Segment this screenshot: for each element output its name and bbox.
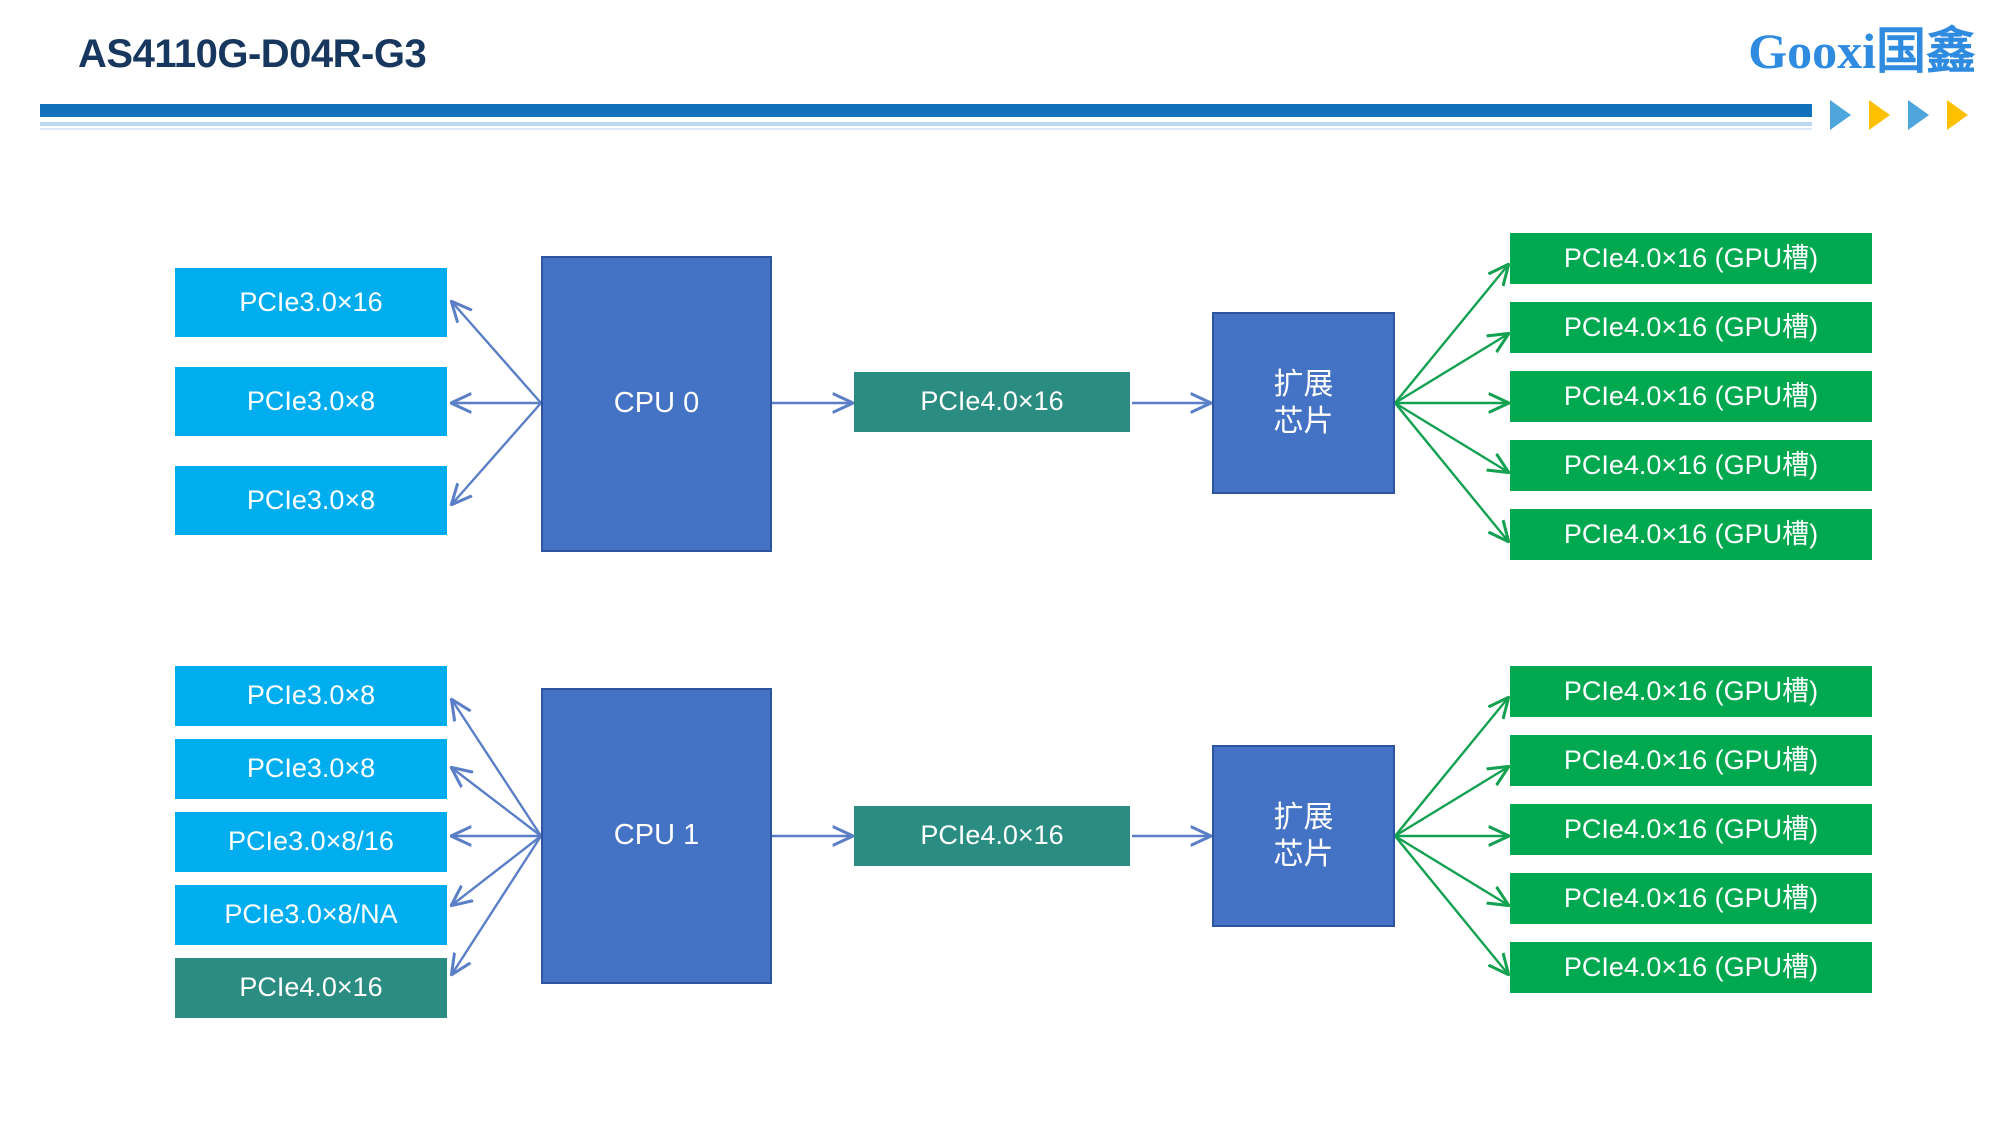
brand-logo-latin: Gooxi	[1748, 23, 1876, 79]
page-title: AS4110G-D04R-G3	[78, 32, 427, 76]
gpu-slot-box[interactable]: PCIe4.0×16 (GPU槽)	[1510, 942, 1872, 993]
header-rule-thin	[40, 122, 1812, 126]
cpu1-switch-box[interactable]: 扩展 芯片	[1212, 745, 1395, 927]
header-arrow-strip	[1830, 100, 1968, 130]
brand-logo: Gooxi国鑫	[1748, 26, 1976, 76]
gpu-slot-box[interactable]: PCIe4.0×16 (GPU槽)	[1510, 302, 1872, 353]
cpu1-uplink-box[interactable]: PCIe4.0×16	[854, 806, 1130, 866]
pcie-slot-box[interactable]: PCIe3.0×8	[175, 466, 447, 535]
header-rule-thick	[40, 104, 1812, 117]
pcie-slot-box[interactable]: PCIe3.0×8/16	[175, 812, 447, 872]
switch-label-line2: 芯片	[1273, 838, 1334, 871]
pcie-slot-box[interactable]: PCIe3.0×8	[175, 367, 447, 436]
gpu-slot-box[interactable]: PCIe4.0×16 (GPU槽)	[1510, 371, 1872, 422]
brand-logo-chinese: 国鑫	[1876, 22, 1976, 80]
header-rule-hairline	[40, 128, 1812, 130]
triangle-right-icon-2	[1869, 100, 1890, 130]
triangle-right-icon-3	[1908, 100, 1929, 130]
switch-label-line1: 扩展	[1273, 367, 1334, 401]
switch-label-line2: 芯片	[1273, 405, 1334, 438]
cpu0-switch-box[interactable]: 扩展 芯片	[1212, 312, 1395, 494]
pcie-slot-box[interactable]: PCIe4.0×16	[175, 958, 447, 1018]
cpu0-box[interactable]: CPU 0	[541, 256, 772, 552]
gpu-slot-box[interactable]: PCIe4.0×16 (GPU槽)	[1510, 666, 1872, 717]
pcie-slot-box[interactable]: PCIe3.0×8/NA	[175, 885, 447, 945]
gpu-slot-box[interactable]: PCIe4.0×16 (GPU槽)	[1510, 804, 1872, 855]
gpu-slot-box[interactable]: PCIe4.0×16 (GPU槽)	[1510, 509, 1872, 560]
triangle-right-icon-4	[1947, 100, 1968, 130]
pcie-slot-box[interactable]: PCIe3.0×8	[175, 666, 447, 726]
gpu-slot-box[interactable]: PCIe4.0×16 (GPU槽)	[1510, 233, 1872, 284]
gpu-slot-box[interactable]: PCIe4.0×16 (GPU槽)	[1510, 735, 1872, 786]
gpu-slot-box[interactable]: PCIe4.0×16 (GPU槽)	[1510, 440, 1872, 491]
cpu1-box[interactable]: CPU 1	[541, 688, 772, 984]
pcie-slot-box[interactable]: PCIe3.0×8	[175, 739, 447, 799]
cpu0-uplink-box[interactable]: PCIe4.0×16	[854, 372, 1130, 432]
triangle-right-icon-1	[1830, 100, 1851, 130]
switch-label-line1: 扩展	[1273, 800, 1334, 834]
gpu-slot-box[interactable]: PCIe4.0×16 (GPU槽)	[1510, 873, 1872, 924]
pcie-slot-box[interactable]: PCIe3.0×16	[175, 268, 447, 337]
